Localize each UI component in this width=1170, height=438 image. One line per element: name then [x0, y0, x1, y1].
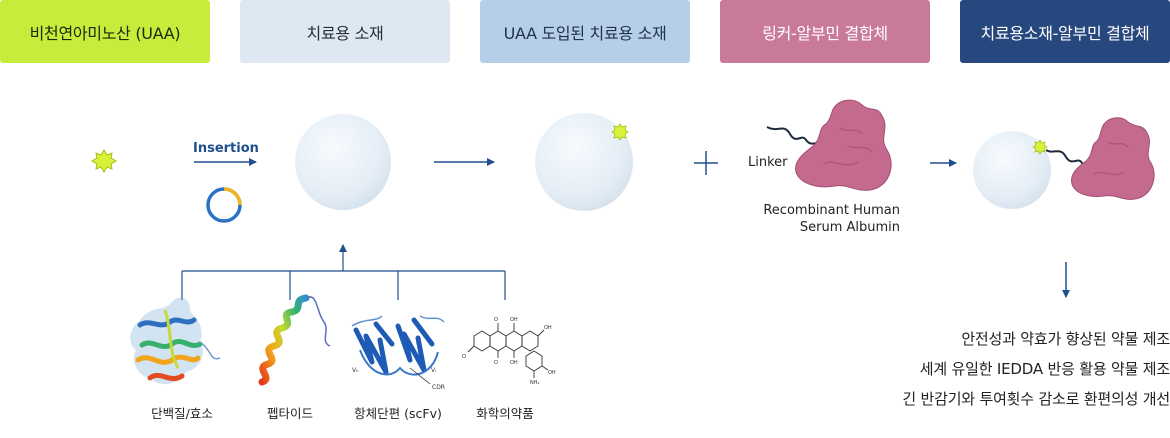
svg-text:OH: OH [510, 360, 518, 366]
header-linker-albumin-conjugate-label: 링커-알부민 결합체 [762, 23, 888, 43]
svg-text:OH: OH [544, 325, 552, 331]
result-line-2: 세계 유일한 IEDDA 반응 활용 약물 제조 [919, 360, 1170, 378]
svg-text:Vₕ: Vₕ [352, 367, 359, 374]
antibody-fragment-icon: Vₕ Vₗ CDR [351, 315, 445, 391]
therapeutic-material-sphere [295, 114, 391, 210]
material-caption-scfv: 항체단편 (scFv) [354, 406, 442, 421]
conjugate-albumin-icon [1070, 117, 1155, 200]
material-caption-protein: 단백질/효소 [151, 406, 213, 421]
header-therapeutic-material: 치료용 소재 [240, 0, 450, 63]
chemical-structure-icon: O OH O OH O OH NH₂ OH [462, 317, 556, 386]
header-linker-albumin-conjugate: 링커-알부민 결합체 [720, 0, 930, 63]
header-uaa: 비천연아미노산 (UAA) [0, 0, 210, 63]
svg-text:O: O [494, 360, 498, 366]
materials-bracket [181, 270, 506, 300]
svg-text:OH: OH [510, 317, 518, 323]
header-uaa-incorporated-material-label: UAA 도입된 치료용 소재 [503, 23, 667, 43]
header-therapeutic-material-label: 치료용 소재 [306, 23, 384, 43]
plus-icon [694, 151, 718, 175]
svg-text:Vₗ: Vₗ [431, 367, 436, 374]
header-uaa-incorporated-material: UAA 도입된 치료용 소재 [480, 0, 690, 63]
svg-text:OH: OH [548, 370, 556, 376]
conjugate-material-sphere [973, 131, 1051, 209]
header-uaa-label: 비천연아미노산 (UAA) [29, 23, 181, 43]
uaa-material-sphere [535, 113, 633, 211]
uaa-star-small-icon [611, 123, 629, 141]
svg-text:NH₂: NH₂ [530, 380, 540, 386]
svg-text:O: O [462, 354, 466, 360]
peptide-helix-icon [258, 294, 331, 386]
header-material-albumin-conjugate-label: 치료용소재-알부민 결합체 [980, 23, 1150, 43]
albumin-label-line2: Serum Albumin [799, 220, 900, 235]
svg-text:O: O [494, 317, 498, 323]
material-caption-peptide: 펩타이드 [266, 406, 314, 421]
insertion-label: Insertion [193, 141, 259, 156]
header-material-albumin-conjugate: 치료용소재-알부민 결합체 [960, 0, 1170, 63]
linker-line [766, 126, 824, 145]
uaa-star-icon [91, 149, 117, 173]
svg-text:CDR: CDR [432, 384, 445, 391]
result-line-1: 안전성과 약효가 향상된 약물 제조 [961, 330, 1170, 348]
material-caption-chemical: 화학의약품 [476, 406, 534, 421]
protein-structure-icon [130, 297, 221, 385]
plasmid-icon [206, 187, 242, 223]
linker-label: Linker [748, 155, 788, 170]
result-line-3: 긴 반감기와 투여횟수 감소로 환편의성 개선 [902, 390, 1170, 408]
albumin-label-line1: Recombinant Human [763, 203, 900, 218]
albumin-protein-icon [795, 99, 892, 191]
uaa-star-conjugate-icon [1032, 139, 1048, 155]
